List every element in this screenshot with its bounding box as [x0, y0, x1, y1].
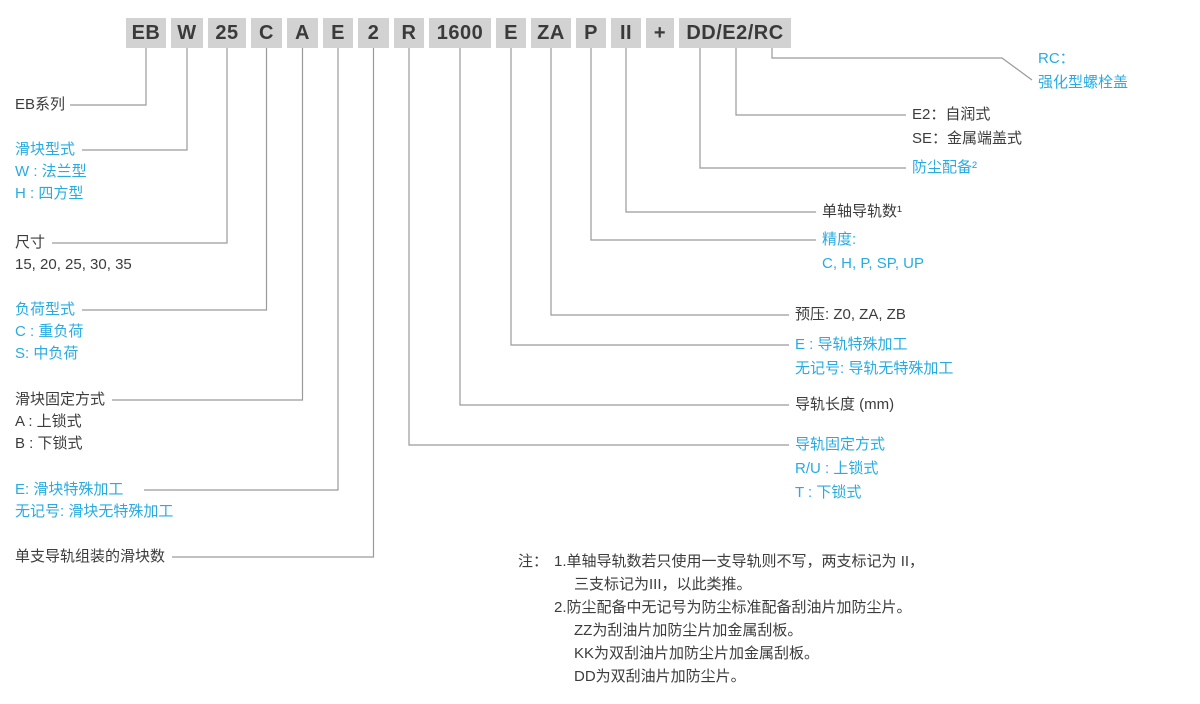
- label-size-title: 尺寸: [15, 234, 46, 251]
- connector-eb-series: [70, 48, 147, 106]
- code-segment-options: DD/E2/RC: [679, 18, 791, 48]
- code-segment-block-count: 2: [358, 18, 389, 48]
- notes-block: 注： 1.单轴导轨数若只使用一支导轨则不写，两支标记为 II， 三支标记为III…: [518, 550, 924, 688]
- connector-dust: [699, 48, 906, 169]
- notes-prefix: 注：: [518, 553, 549, 570]
- code-segment-size: 25: [208, 18, 246, 48]
- label-rail-length-title: 导轨长度 (mm): [795, 396, 895, 413]
- label-load-type-option-c: C : 重负荷: [15, 323, 84, 340]
- label-load-type-option-s: S: 中负荷: [15, 345, 79, 362]
- label-preload-title: 预压: Z0, ZA, ZB: [795, 306, 906, 323]
- label-block-mounting-title: 滑块固定方式: [15, 391, 106, 408]
- label-block-type-option-w: W : 法兰型: [15, 163, 87, 180]
- code-segment-accuracy: P: [576, 18, 606, 48]
- label-rail-mounting-title: 导轨固定方式: [795, 436, 886, 453]
- label-block-mounting-option-b: B : 下锁式: [15, 435, 83, 452]
- label-size-values: 15, 20, 25, 30, 35: [15, 256, 132, 273]
- code-segment-series: EB: [126, 18, 166, 48]
- label-rail-special-none: 无记号: 导轨无特殊加工: [795, 360, 954, 377]
- label-rail-count-title: 单轴导轨数¹: [822, 203, 902, 220]
- label-load-type: 负荷型式 C : 重负荷 S: 中负荷: [15, 299, 83, 365]
- code-segment-block-type: W: [171, 18, 203, 48]
- connector-block-special: [144, 48, 339, 491]
- code-segment-load-type: C: [251, 18, 282, 48]
- connector-preload: [550, 48, 789, 316]
- label-block-special: E: 滑块特殊加工 无记号: 滑块无特殊加工: [15, 479, 173, 523]
- label-block-mounting: 滑块固定方式 A : 上锁式 B : 下锁式: [15, 389, 105, 455]
- connector-rail-mounting: [408, 48, 789, 446]
- connector-rail-special: [510, 48, 789, 346]
- label-se-title: SE：金属端盖式: [912, 130, 1023, 147]
- code-segment-rail-mounting: R: [394, 18, 424, 48]
- connector-rail-count: [625, 48, 816, 213]
- label-rc-title: RC：: [1038, 50, 1075, 67]
- label-rail-special-title: E : 导轨特殊加工: [795, 336, 908, 353]
- label-block-type-title: 滑块型式: [15, 141, 76, 158]
- label-rc: RC： 强化型螺栓盖: [1038, 47, 1128, 95]
- label-rail-mounting-option-ru: R/U : 上锁式: [795, 460, 879, 477]
- label-eb-series-title: EB系列: [15, 96, 66, 113]
- label-rail-mounting-option-t: T : 下锁式: [795, 484, 862, 501]
- label-size: 尺寸 15, 20, 25, 30, 35: [15, 232, 132, 276]
- connector-block-type: [82, 48, 188, 151]
- label-rail-mounting: 导轨固定方式 R/U : 上锁式 T : 下锁式: [795, 433, 885, 505]
- connector-load-type: [82, 48, 268, 311]
- code-segment-block-mounting: A: [287, 18, 318, 48]
- connector-rail-length: [459, 48, 789, 406]
- label-rail-special: E : 导轨特殊加工 无记号: 导轨无特殊加工: [795, 333, 953, 381]
- connector-blocks-per-rail: [172, 48, 375, 558]
- label-preload: 预压: Z0, ZA, ZB: [795, 303, 906, 327]
- note-2-line-1: 2.防尘配备中无记号为防尘标准配备刮油片加防尘片。: [554, 599, 912, 616]
- label-dust: 防尘配备²: [912, 156, 977, 180]
- code-segment-rail-count: II: [611, 18, 641, 48]
- label-block-mounting-option-a: A : 上锁式: [15, 413, 82, 430]
- connector-block-mounting: [112, 48, 304, 401]
- code-segment-preload: ZA: [531, 18, 571, 48]
- label-accuracy-values: C, H, P, SP, UP: [822, 255, 924, 272]
- label-e2: E2：自润式 SE：金属端盖式: [912, 103, 1022, 151]
- label-blocks-per-rail: 单支导轨组装的滑块数: [15, 546, 165, 568]
- note-2-line-3: KK为双刮油片加防尘片加金属刮板。: [574, 645, 820, 662]
- note-1-line-2: 三支标记为III，以此类推。: [574, 576, 752, 593]
- label-load-type-title: 负荷型式: [15, 301, 76, 318]
- label-rail-count: 单轴导轨数¹: [822, 200, 902, 224]
- label-dust-title: 防尘配备²: [912, 159, 977, 176]
- label-accuracy-title: 精度:: [822, 231, 857, 248]
- label-accuracy: 精度: C, H, P, SP, UP: [822, 228, 924, 276]
- note-2-line-2: ZZ为刮油片加防尘片加金属刮板。: [574, 622, 803, 639]
- label-block-special-title: E: 滑块特殊加工: [15, 481, 124, 498]
- label-block-special-none: 无记号: 滑块无特殊加工: [15, 503, 174, 520]
- label-rc-desc: 强化型螺栓盖: [1038, 74, 1129, 91]
- label-block-type-option-h: H : 四方型: [15, 185, 84, 202]
- code-segment-rail-length: 1600: [429, 18, 491, 48]
- code-segment-plus: +: [646, 18, 674, 48]
- connector-accuracy: [590, 48, 816, 241]
- label-block-type: 滑块型式 W : 法兰型 H : 四方型: [15, 139, 87, 205]
- note-1-line-1: 1.单轴导轨数若只使用一支导轨则不写，两支标记为 II，: [554, 553, 925, 570]
- label-eb-series: EB系列: [15, 94, 65, 116]
- connector-size: [52, 48, 228, 244]
- connector-e2: [735, 48, 906, 116]
- label-rail-length: 导轨长度 (mm): [795, 393, 894, 417]
- code-segment-rail-special: E: [496, 18, 526, 48]
- label-blocks-per-rail-title: 单支导轨组装的滑块数: [15, 548, 166, 565]
- note-2-line-4: DD为双刮油片加防尘片。: [574, 668, 746, 685]
- code-segment-block-special: E: [323, 18, 353, 48]
- label-e2-title: E2：自润式: [912, 106, 991, 123]
- connector-rc: [771, 48, 1033, 81]
